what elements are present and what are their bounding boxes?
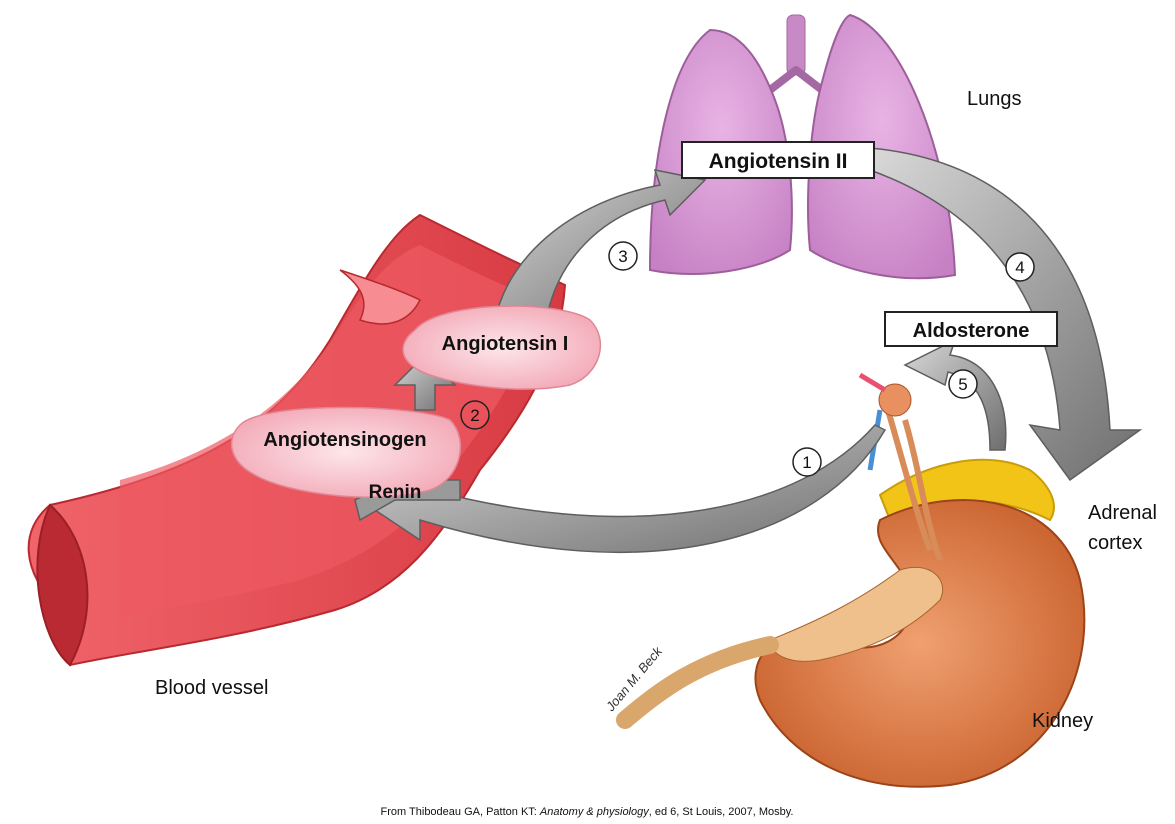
arrow-5-to-aldosterone <box>903 338 1007 451</box>
step-2-marker: 2 <box>460 400 490 430</box>
angiotensinogen-blob <box>230 406 462 498</box>
step-1-marker: 1 <box>792 447 822 477</box>
step-1-number: 1 <box>802 453 811 472</box>
blood-vessel-label: Blood vessel <box>155 677 268 699</box>
aldosterone-box <box>884 311 1058 347</box>
angiotensin-ii-label: Angiotensin II <box>709 150 848 173</box>
step-3-marker: 3 <box>608 241 638 271</box>
arrow-4-to-adrenal <box>869 147 1143 482</box>
efferent-vessel <box>858 372 887 393</box>
molecule-blobs <box>230 305 601 498</box>
step-4-marker: 4 <box>1005 252 1035 282</box>
label-boxes <box>681 141 1058 347</box>
angiotensin-i-label: Angiotensin I <box>442 333 569 355</box>
citation-title: Anatomy & physiology <box>539 806 650 818</box>
bronchi <box>766 66 826 94</box>
citation-suffix: , ed 6, St Louis, 2007, Mosby. <box>649 806 794 818</box>
step-4-number: 4 <box>1015 258 1024 277</box>
step-2-number: 2 <box>470 406 479 425</box>
citation: From Thibodeau GA, Patton KT: Anatomy & … <box>381 806 794 818</box>
kidney-label: Kidney <box>1032 710 1093 732</box>
kidney-pelvis <box>769 566 944 662</box>
step-3-number: 3 <box>618 247 627 266</box>
step-markers: 1 2 3 4 5 <box>460 241 1035 477</box>
kidney-illustration <box>616 372 1086 788</box>
arrow-3-to-lungs <box>494 169 707 321</box>
lungs-label: Lungs <box>967 88 1022 110</box>
ureter <box>616 636 779 729</box>
juxtaglomerular-apparatus <box>878 383 912 417</box>
angiotensin-ii-box <box>681 141 875 179</box>
blood-vessel-cut-flap <box>339 269 422 325</box>
adrenal-label-line1: Adrenal <box>1088 502 1157 524</box>
nephron-tubule <box>882 399 943 562</box>
step-5-number: 5 <box>958 375 967 394</box>
renin-label: Renin <box>369 482 422 503</box>
adrenal-label-line2: cortex <box>1088 532 1142 554</box>
aldosterone-label: Aldosterone <box>913 320 1030 342</box>
right-lung <box>807 13 957 280</box>
angiotensin-i-blob <box>402 305 601 390</box>
blood-vessel-opening <box>36 503 89 667</box>
citation-prefix: From Thibodeau GA, Patton KT: <box>381 806 540 818</box>
angiotensinogen-label: Angiotensinogen <box>263 429 426 451</box>
step-5-marker: 5 <box>948 369 978 399</box>
